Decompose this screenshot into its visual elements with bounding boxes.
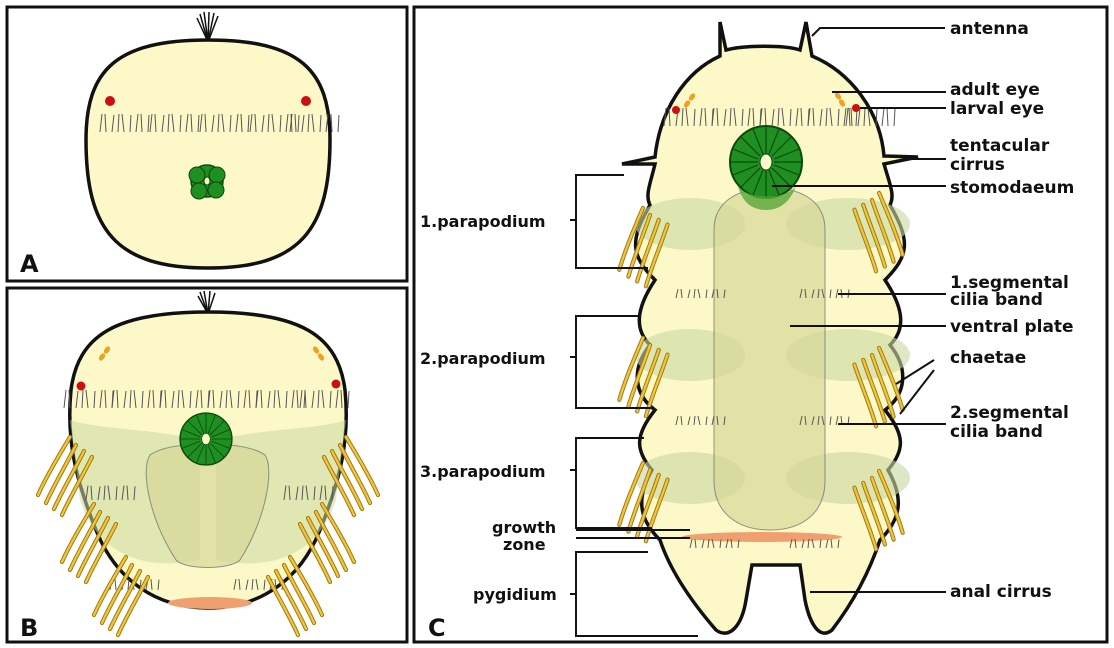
label-anal-cirrus: anal cirrus [950,582,1052,602]
panel-c-stomodaeum [730,126,802,198]
panel-c-left-larval-eye [672,106,680,114]
label-growth-zone-line2: zone [503,535,546,554]
panel-a-right-eye [301,96,311,106]
label-antenna: antenna [950,19,1029,39]
label-pygidium: pygidium [473,585,557,604]
label-adult-eye: adult eye [950,80,1040,100]
label-parapodium-1: 1.parapodium [420,212,546,231]
label-parapodium-3: 3.parapodium [420,462,546,481]
panel-b-stomodaeum [180,413,232,465]
panel-b: B [7,288,407,642]
label-segmental-band-1-line2: cilia band [950,290,1043,310]
panel-b-left-larval-eye [77,382,86,391]
label-ventral-plate: ventral plate [950,317,1074,337]
panel-a-larva-body [86,40,330,268]
panel-c-ventral-plate [714,188,825,530]
panel-c-right-larval-eye [852,104,860,112]
label-stomodaeum: stomodaeum [950,178,1074,198]
label-segmental-band-2-line1: 2.segmental [950,403,1069,423]
label-segmental-band-2-line2: cilia band [950,422,1043,442]
panel-a-left-eye [105,96,115,106]
panel-b-letter: B [20,614,38,642]
panel-b-right-larval-eye [332,380,341,389]
label-parapodium-2: 2.parapodium [420,349,546,368]
panel-c-growth-zone [682,532,842,542]
label-chaetae: chaetae [950,348,1026,368]
panel-a: A [7,7,407,281]
panel-a-letter: A [20,250,39,278]
panel-a-stomodaeum [189,165,225,199]
label-larval-eye: larval eye [950,99,1044,119]
panel-c-letter: C [428,614,446,642]
label-tentacular-cirrus-line2: cirrus [950,155,1005,175]
label-tentacular-cirrus-line1: tentacular [950,136,1050,156]
panel-c: antenna adult eye larval eye tentacular … [414,7,1107,642]
panel-b-growth-zone [168,597,252,609]
